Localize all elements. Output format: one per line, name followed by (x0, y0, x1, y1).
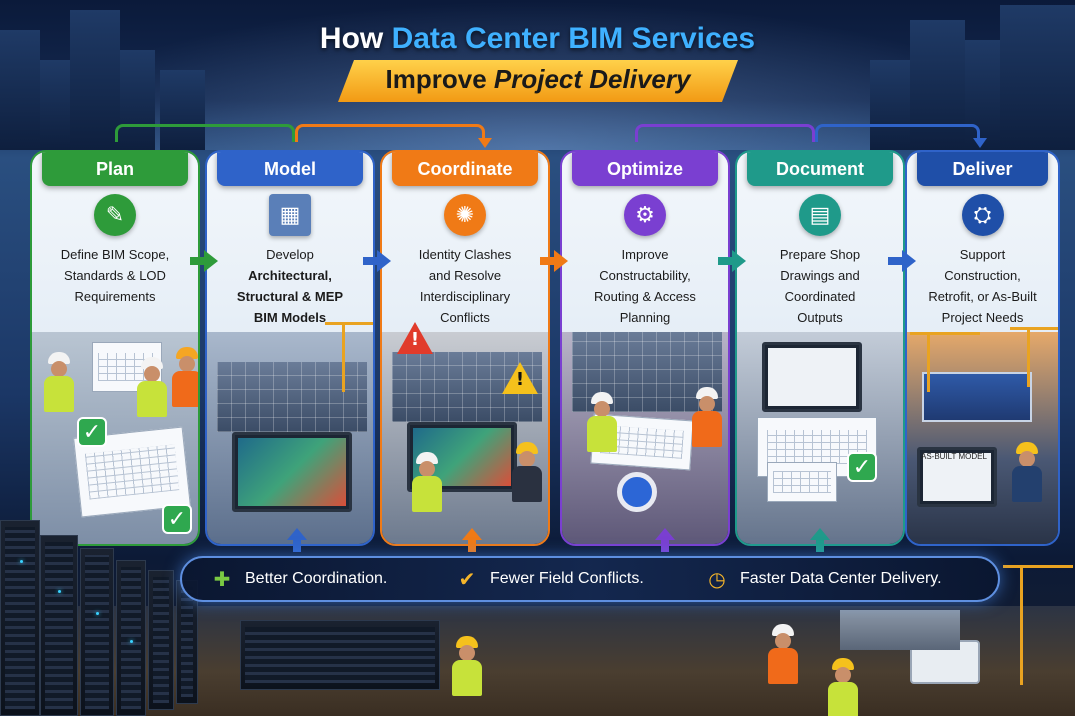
flow-arrow-optimize-deliver (815, 124, 980, 142)
arrow-up-icon (462, 528, 482, 552)
handshake-icon: ⛭ (961, 194, 1004, 236)
benefit-faster-delivery: ◷ Faster Data Center Delivery. (700, 565, 941, 593)
arrow-up-icon (655, 528, 675, 552)
stopwatch-icon: ◷ (708, 568, 726, 591)
arrow-right-icon (540, 250, 570, 272)
phase-panel-model: Model ▦ Develop Architectural, Structura… (205, 150, 375, 546)
as-built-label: AS-BUILT MODEL (921, 452, 987, 461)
phase-panel-coordinate: ! ! Coordinate ✺ Identity Clashes and Re… (380, 150, 550, 546)
document-icon: ▤ (799, 194, 841, 236)
check-icon: ✓ (162, 504, 192, 534)
phase-description-model: Develop Architectural, Structural & MEP … (236, 247, 344, 325)
title-line-1: How Data Center BIM Services (319, 22, 756, 55)
phase-header-deliver: Deliver (917, 152, 1048, 186)
phase-panel-optimize: Optimize ⚙ Improve Constructability, Rou… (560, 150, 730, 546)
phase-description-plan: Define BIM Scope, Standards & LOD Requir… (60, 247, 170, 304)
flow-arrow-plan-model (115, 124, 295, 142)
arrow-up-icon (287, 528, 307, 552)
gear-tools-icon: ⚙ (624, 194, 666, 236)
title-banner (338, 60, 738, 102)
title-line-2: Improve Project Delivery (385, 64, 691, 94)
arrow-right-icon (888, 250, 918, 272)
phase-header-document: Document (747, 152, 893, 186)
check-icon: ✓ (847, 452, 877, 482)
building-icon: ▦ (269, 194, 311, 236)
puzzle-icon: ✚ (213, 568, 231, 591)
arrow-right-icon (718, 250, 748, 272)
check-icon: ✓ (77, 417, 107, 447)
phase-panel-deliver: AS-BUILT MODEL Deliver ⛭ Support Constru… (905, 150, 1060, 546)
checklist-icon: ✎ (94, 194, 136, 236)
check-handshake-icon: ✔ (458, 568, 476, 591)
phase-description-optimize: Improve Constructability, Routing & Acce… (594, 247, 696, 325)
arrow-right-icon (190, 250, 220, 272)
flow-arrow-coordinate-optimize (635, 124, 815, 142)
gear-icon (617, 472, 657, 512)
network-icon: ✺ (444, 194, 486, 236)
phase-header-coordinate: Coordinate (392, 152, 538, 186)
phase-panel-document: ✓ Document ▤ Prepare Shop Drawings and C… (735, 150, 905, 546)
benefit-better-coordination: ✚ Better Coordination. (205, 565, 388, 593)
phase-header-model: Model (217, 152, 363, 186)
phase-panel-plan: ✓ ✓ Plan ✎ Define BIM Scope, Standards &… (30, 150, 200, 546)
flow-arrow-model-coordinate (295, 124, 485, 142)
arrow-right-icon (363, 250, 393, 272)
phase-description-document: Prepare Shop Drawings and Coordinated Ou… (779, 247, 861, 325)
building-under-construction (840, 610, 960, 650)
phase-header-optimize: Optimize (572, 152, 718, 186)
arrow-up-icon (810, 528, 830, 552)
benefit-fewer-conflicts: ✔ Fewer Field Conflicts. (450, 565, 644, 593)
phase-description-deliver: Support Construction, Retrofit, or As-Bu… (928, 247, 1037, 325)
phase-description-coordinate: Identity Clashes and Resolve Interdiscip… (418, 247, 512, 325)
benefits-bar (180, 556, 1000, 602)
phase-header-plan: Plan (42, 152, 188, 186)
